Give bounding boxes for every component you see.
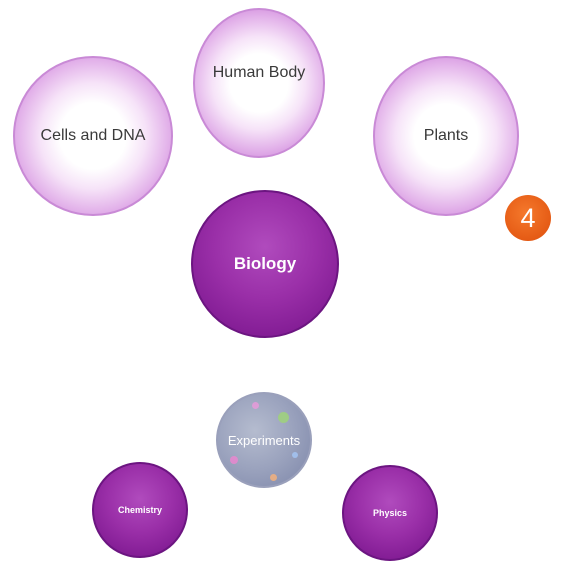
experiments-node[interactable]: Experiments xyxy=(216,392,312,488)
decor-dot xyxy=(270,474,277,481)
physics-node[interactable]: Physics xyxy=(342,465,438,561)
experiments-label: Experiments xyxy=(227,432,301,448)
biology-node[interactable]: Biology xyxy=(191,190,339,338)
cells-and-dna-node[interactable]: Cells and DNA xyxy=(13,56,173,216)
chemistry-label: Chemistry xyxy=(117,505,162,515)
human-body-label: Human Body xyxy=(212,64,306,81)
decor-dot xyxy=(292,452,298,458)
biology-label: Biology xyxy=(233,254,297,273)
physics-label: Physics xyxy=(372,508,408,518)
decor-dot xyxy=(252,402,259,409)
plants-node[interactable]: Plants xyxy=(373,56,519,216)
count-badge-value: 4 xyxy=(520,202,536,233)
decor-dot xyxy=(230,456,238,464)
human-body-node[interactable]: Human Body xyxy=(193,8,325,158)
count-badge: 4 xyxy=(505,195,551,241)
plants-label: Plants xyxy=(423,127,469,144)
cells-and-dna-label: Cells and DNA xyxy=(40,127,146,144)
chemistry-node[interactable]: Chemistry xyxy=(92,462,188,558)
decor-dot xyxy=(278,412,289,423)
